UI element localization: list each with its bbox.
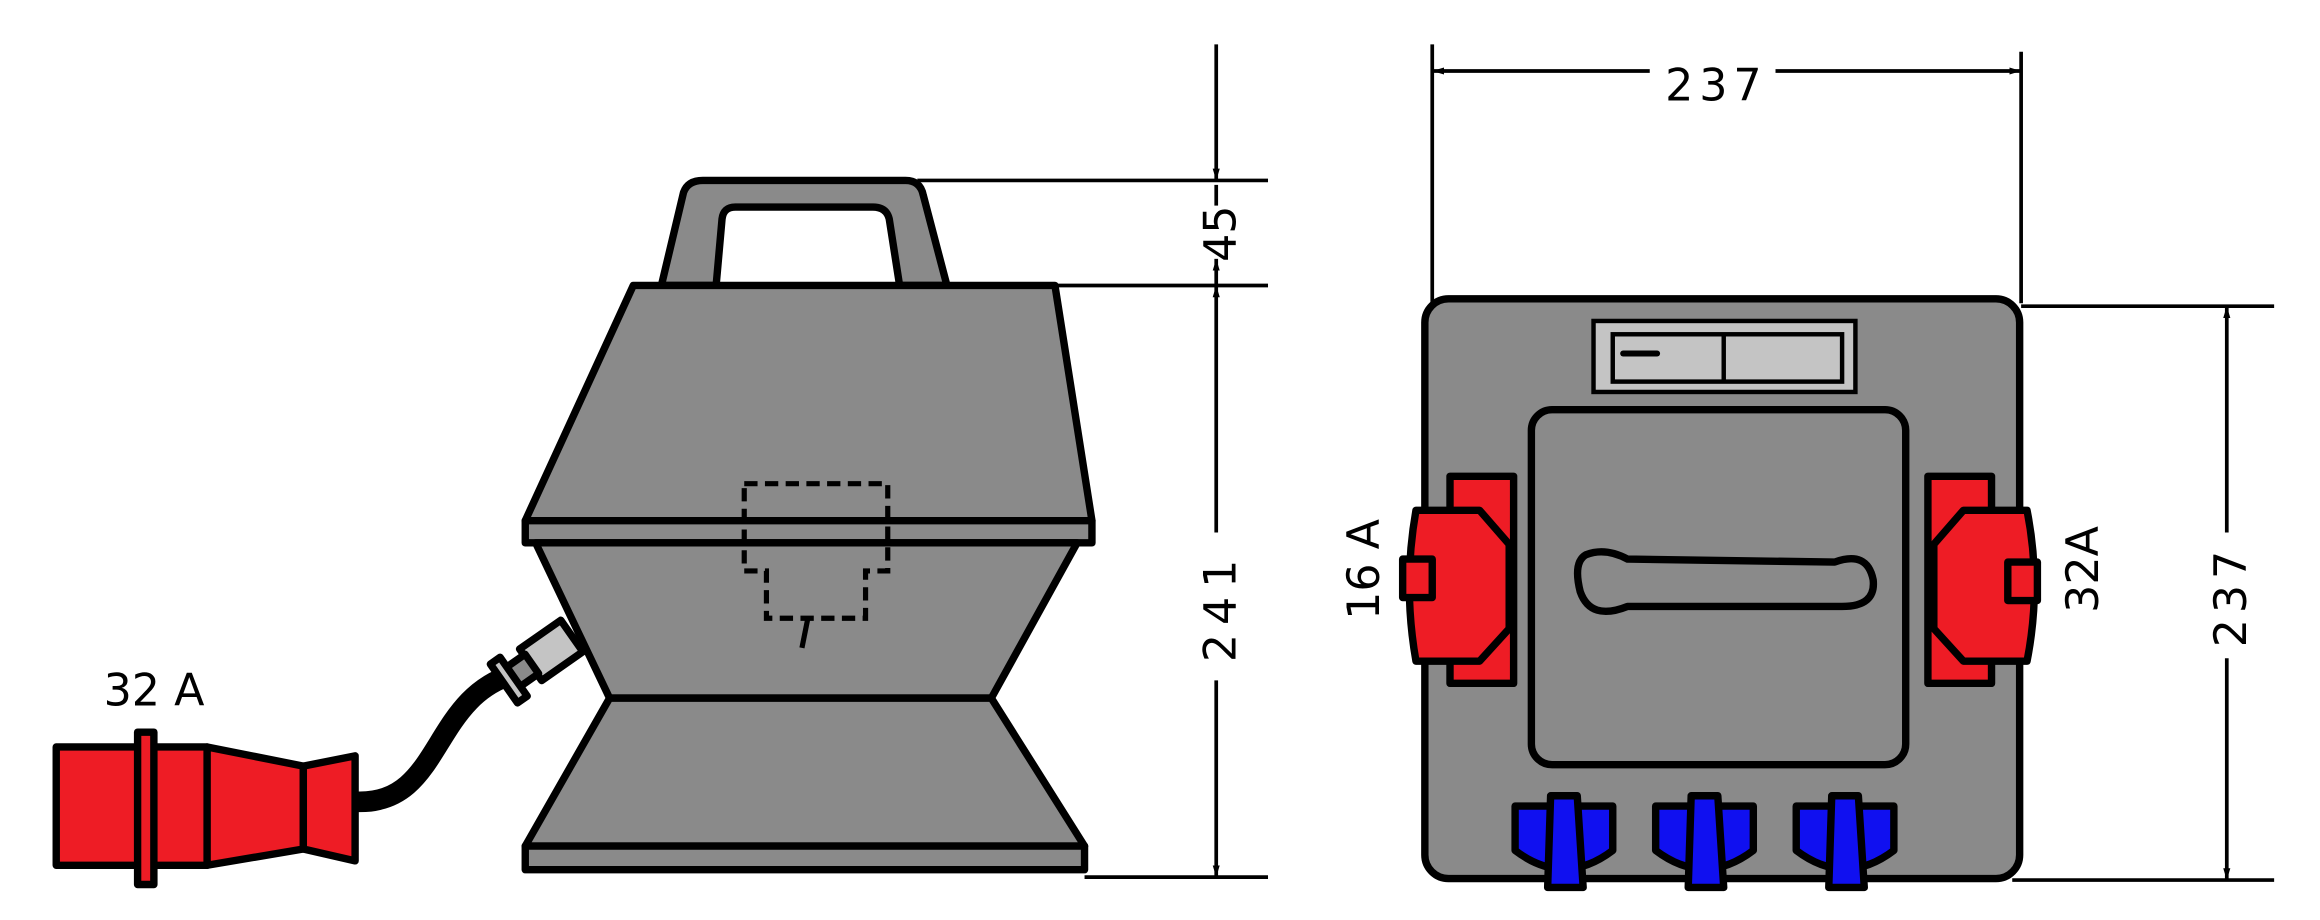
carry-handle: [657, 176, 951, 290]
height-dimension: 237: [2206, 545, 2257, 647]
hidden-latch-outline: [741, 481, 891, 621]
front-view: 16 A 32A 237 237: [1339, 44, 2275, 892]
red-cee-plug-32a: [52, 728, 359, 889]
right-socket-label: 32A: [2058, 526, 2109, 613]
lid-grip: [1573, 548, 1878, 615]
handle-height-dimension: 45: [1195, 205, 1246, 261]
blue-socket-2: [1651, 792, 1758, 892]
base-rim: [521, 842, 1089, 874]
plug-rating-label: 32 A: [104, 666, 205, 717]
lower-housing: [521, 694, 1089, 850]
cable: [354, 662, 521, 813]
blue-socket-3: [1792, 792, 1898, 892]
side-view: 32 A 45 241: [52, 44, 1269, 889]
blue-socket-1: [1511, 792, 1617, 892]
side-dimensions: [917, 44, 1269, 879]
right-red-socket-32a: [1924, 472, 2042, 688]
left-socket-label: 16 A: [1339, 519, 1390, 620]
body-height-dimension: 241: [1195, 551, 1246, 662]
width-dimension: 237: [1665, 61, 1767, 112]
left-red-socket-16a: [1398, 472, 1518, 688]
front-dimensions: [1430, 44, 2275, 882]
side-connector: [486, 616, 587, 707]
